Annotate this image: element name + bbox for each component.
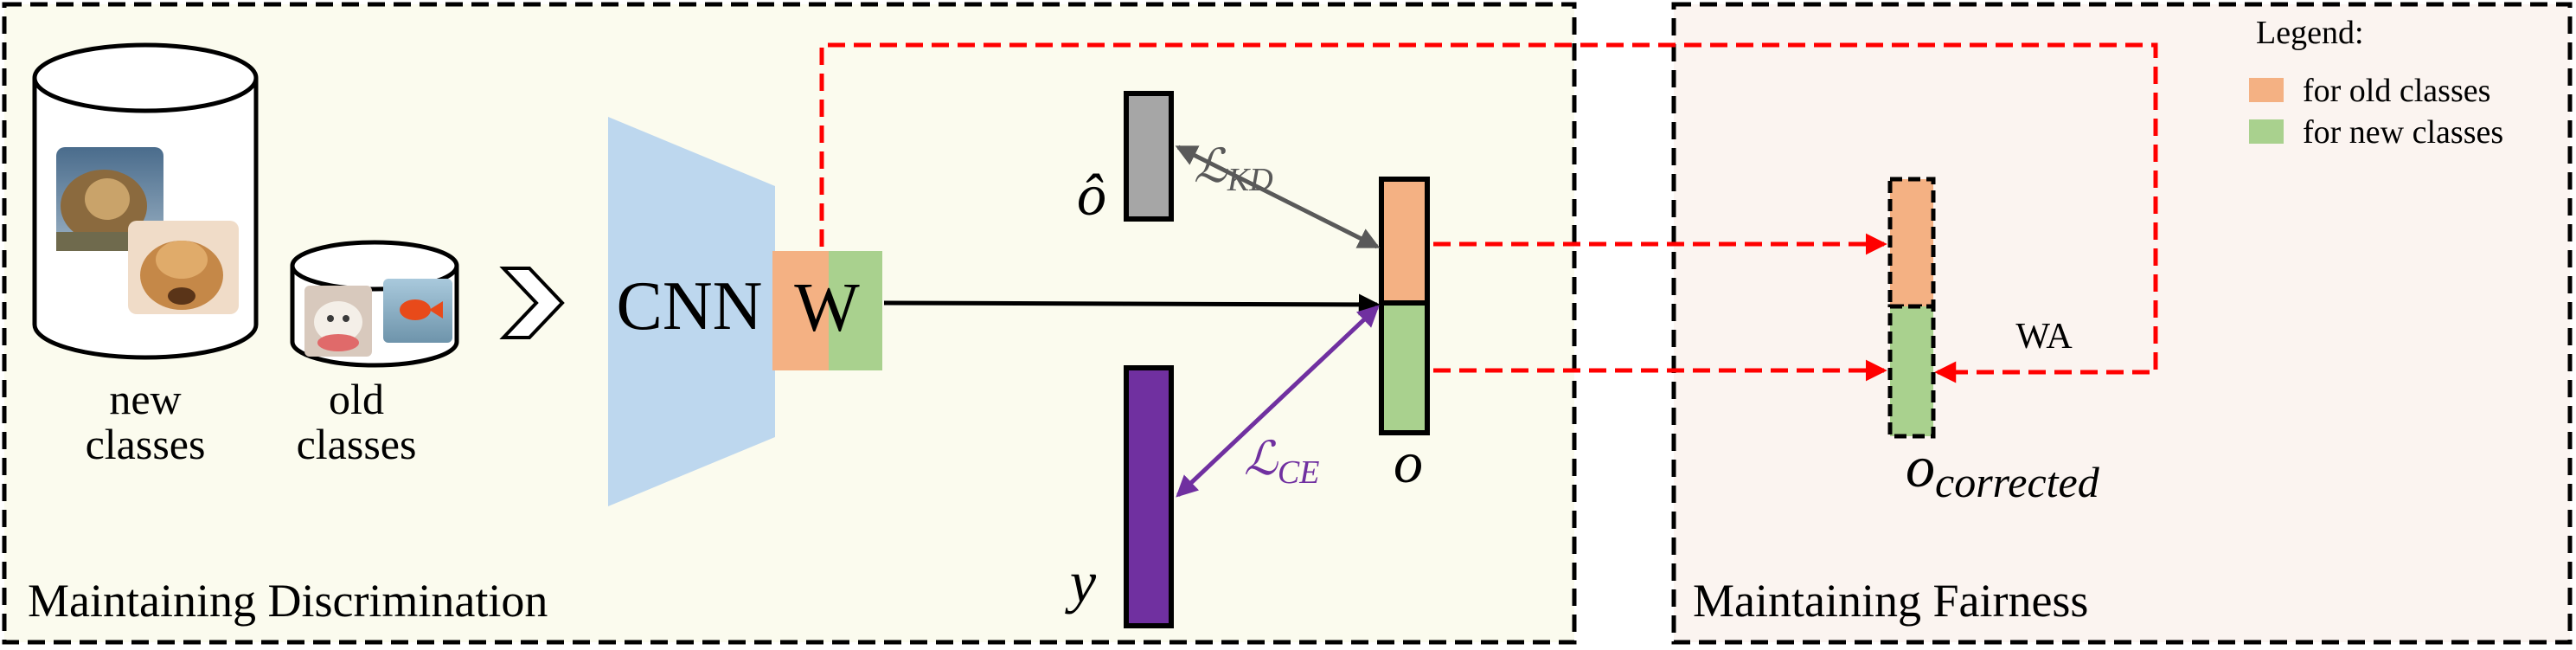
old-classes-label-line2: classes: [297, 420, 417, 468]
classifier-old-weights: [772, 251, 830, 370]
wa-feedback-path: [819, 42, 2158, 383]
legend-new-label: for new classes: [2303, 114, 2503, 151]
legend-new-swatch: [2249, 119, 2284, 144]
ce-loss-label: ℒCE: [1244, 433, 1319, 491]
old-classes-label-line1: old: [329, 375, 384, 423]
cnn-block: [608, 117, 775, 506]
y-label: y: [1065, 549, 1097, 615]
o-label: o: [1394, 429, 1423, 495]
legend-old-swatch: [2249, 78, 2284, 102]
o-old-segment: [1379, 177, 1430, 306]
discrimination-panel-label: Maintaining Discrimination: [28, 575, 548, 627]
o-hat-label: ô: [1077, 162, 1106, 228]
o-hat-bar: [1124, 91, 1174, 222]
fairness-panel: [1671, 2, 2573, 645]
y-label-bar: [1124, 365, 1174, 628]
legend-old-label: for old classes: [2303, 73, 2490, 109]
forward-arrow: [883, 293, 1381, 316]
fairness-panel-label: Maintaining Fairness: [1693, 575, 2088, 627]
ce-loss-arrow: [1176, 305, 1380, 498]
wa-label: WA: [2015, 317, 2073, 357]
goldfish-photo: [383, 279, 452, 343]
new-classes-label-line1: new: [109, 375, 181, 423]
chevron-right-icon: [499, 267, 565, 339]
o-corrected-label: ocorrected: [1906, 434, 2100, 506]
o-new-segment: [1379, 300, 1430, 435]
o-corrected-old-segment: [1887, 177, 1936, 309]
o-corrected-new-segment: [1887, 304, 1936, 439]
kitten-photo: [304, 286, 372, 357]
cnn-label: CNN: [617, 268, 763, 344]
new-classes-label-line2: classes: [86, 420, 206, 468]
legend-title: Legend:: [2256, 15, 2364, 51]
dog-photo: [128, 221, 239, 314]
kd-loss-label: ℒKD: [1194, 140, 1273, 198]
classifier-new-weights: [829, 251, 882, 370]
weights-label: W: [794, 270, 860, 346]
kd-loss-arrow: [1175, 145, 1381, 249]
